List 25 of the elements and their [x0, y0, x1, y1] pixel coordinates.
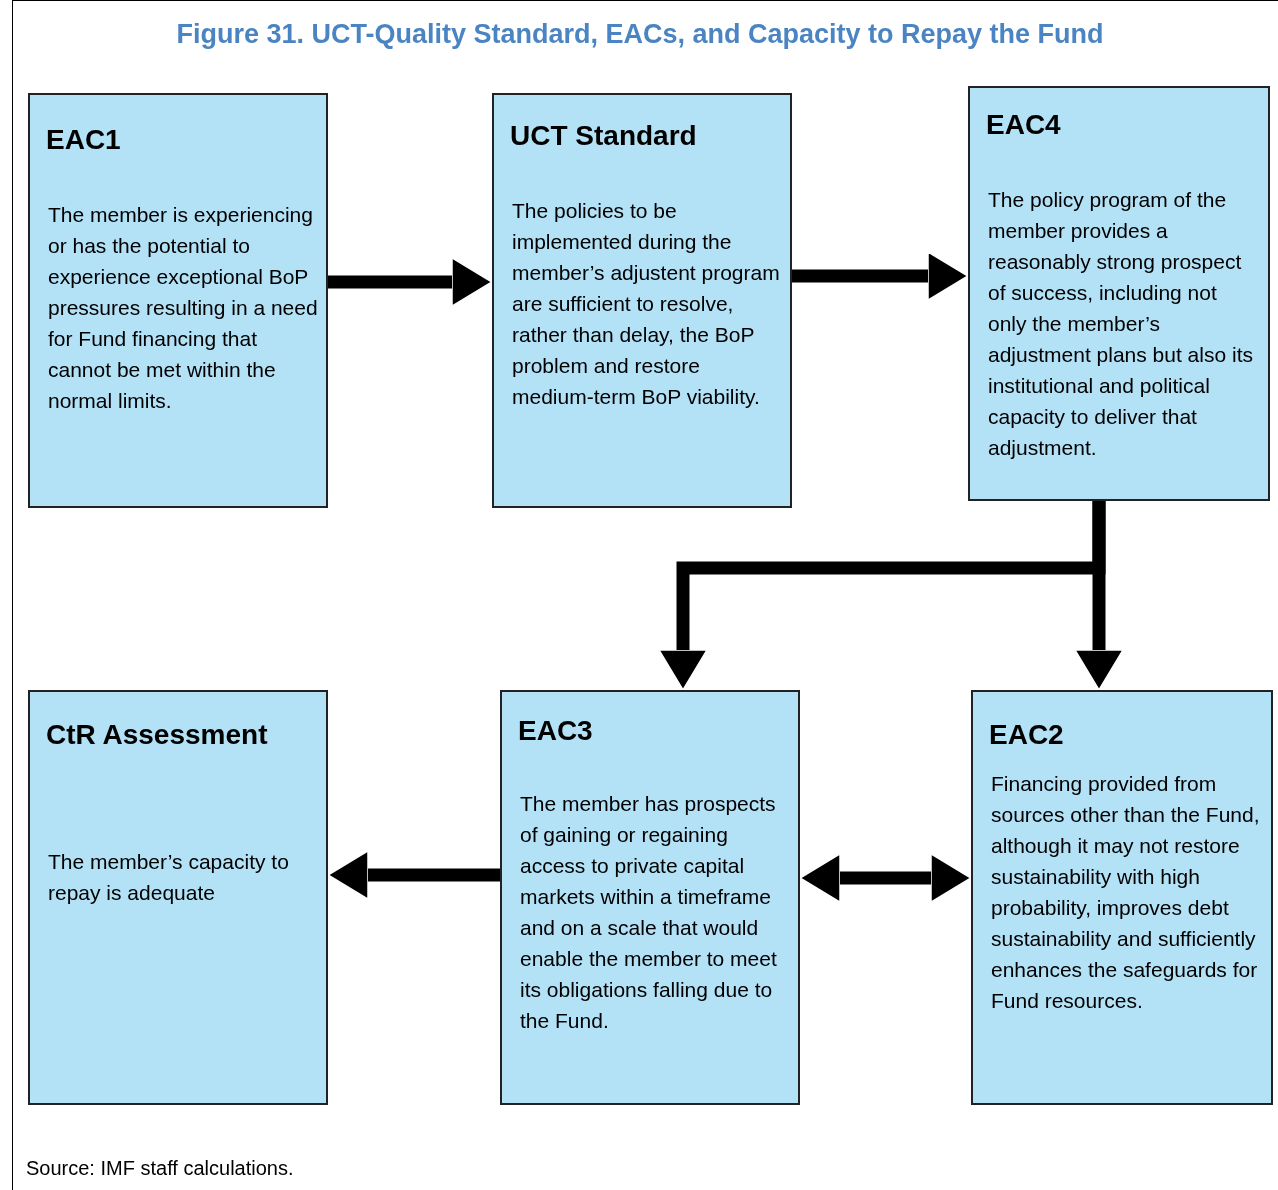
text-box — [28, 93, 328, 508]
box-heading: CtR Assessment — [46, 718, 269, 752]
text-box — [492, 93, 792, 508]
box-description: The member’s capacity to repay is adequate — [48, 849, 290, 906]
text-box — [968, 86, 1270, 501]
box-heading: UCT Standard — [510, 119, 698, 153]
block-arrow — [792, 251, 969, 301]
block-arrow — [799, 853, 972, 903]
figure-title: Figure 31. UCT-Quality Standard, EACs, and Capacity to Repay the Fund — [175, 18, 1105, 51]
box-description: The policy program of the member provides a reasonably strong prospect of success, including not only the member’s adjustment plans but also its institutional and political capacity to deliver that adjustment. — [988, 187, 1254, 461]
box-heading: EAC2 — [989, 718, 1065, 752]
text-box — [500, 690, 800, 1105]
box-heading: EAC3 — [518, 714, 594, 748]
block-arrow — [328, 257, 493, 307]
box-description: The member has prospects of gaining or regaining access to private capital markets within a timeframe and on a scale that would enable the member to meet its obligations falling due to the Fund. — [520, 791, 778, 1034]
box-description: The member is experiencing or has the potential to experience exceptional BoP pressures resulting in a need for Fund financing that cannot be met within the normal limits. — [48, 202, 318, 414]
box-heading: EAC1 — [46, 123, 122, 157]
text-box — [28, 690, 328, 1105]
box-description: Financing provided from sources other than the Fund, although it may not restore sustainability with high probability, improves debt sustainability and sufficiently enhances the safeguards for Fund resources. — [991, 771, 1261, 1014]
block-arrow — [1074, 501, 1124, 691]
text-box — [971, 690, 1273, 1105]
box-heading: EAC4 — [986, 108, 1062, 142]
block-arrow — [327, 850, 500, 900]
box-description: The policies to be implemented during the member’s adjustent program are sufficient to resolve, rather than delay, the BoP problem and restore medium-term BoP viability. — [512, 198, 781, 410]
source-note: Source: IMF staff calculations. — [26, 1156, 294, 1181]
